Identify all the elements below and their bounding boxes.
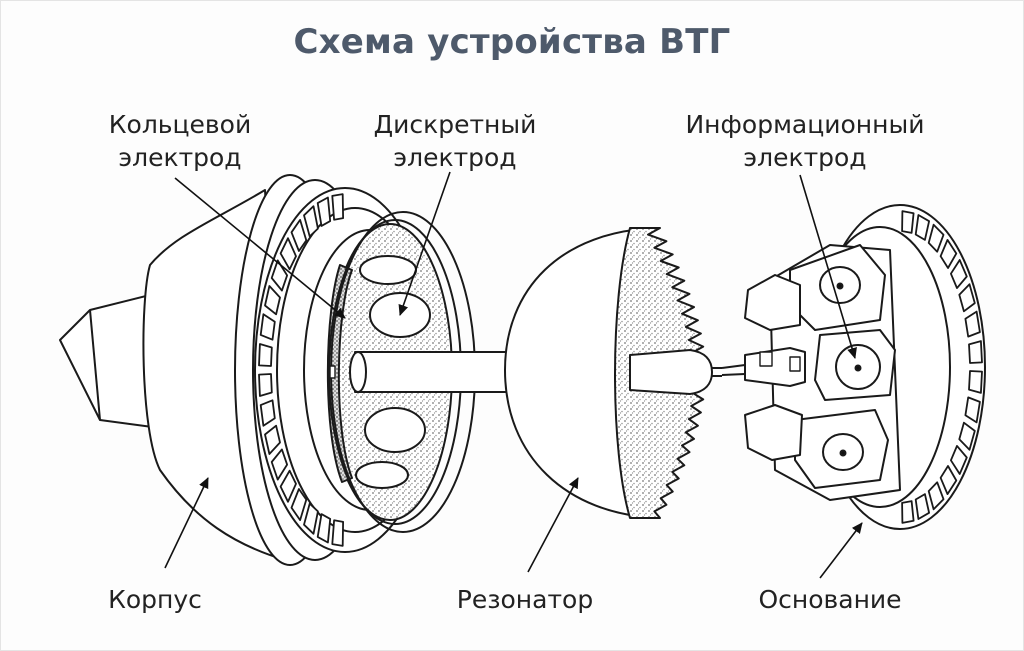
ring-slot <box>901 210 915 234</box>
ring-slot <box>927 223 945 253</box>
ring-slot <box>290 488 308 521</box>
ring-slot <box>303 502 319 535</box>
label-discrete-electrode-line1: Дискретный <box>373 110 537 139</box>
arrow-ring-electrode <box>174 177 346 319</box>
ring-slot <box>331 519 345 547</box>
ring-slot <box>939 465 958 496</box>
ring-slot <box>279 469 297 503</box>
ring-slot <box>316 196 332 227</box>
ring-slot <box>259 399 276 427</box>
ring-slot <box>279 237 297 271</box>
resonator <box>349 227 722 519</box>
ring-slot <box>927 481 945 511</box>
base <box>721 204 986 530</box>
diagram-title: Схема устройства ВТГ <box>293 22 731 62</box>
ring-slot <box>950 259 968 290</box>
ring-slot <box>270 448 289 481</box>
ring-slot <box>264 285 281 316</box>
label-ring-electrode-line1: Кольцевой <box>108 110 252 139</box>
ring-slot <box>964 396 981 424</box>
pointer-arrows <box>164 171 863 579</box>
arrow-body <box>164 477 209 569</box>
ring-slot <box>968 340 983 364</box>
ring-slot <box>958 283 976 313</box>
ring-slot <box>914 493 930 520</box>
ring-slot <box>258 373 273 397</box>
ring-slot <box>290 218 308 252</box>
label-base: Основание <box>758 585 902 614</box>
ring-slot <box>964 310 981 338</box>
ring-slot <box>331 193 345 221</box>
label-ring-electrode-line2: электрод <box>118 143 242 172</box>
label-discrete-electrode: Дискретный электрод <box>340 108 570 174</box>
arrow-resonator <box>527 477 579 573</box>
ring-slot <box>270 259 289 292</box>
label-ring-electrode: Кольцевой электрод <box>80 108 280 174</box>
ring-slot <box>264 424 281 455</box>
ring-slot <box>968 370 983 394</box>
ring-slot <box>901 500 915 524</box>
arrow-info-electrode <box>799 174 857 359</box>
label-body: Корпус <box>108 585 202 614</box>
ring-slot <box>303 205 319 238</box>
arrow-discrete-electrode <box>398 171 451 316</box>
label-info-electrode-line2: электрод <box>743 143 867 172</box>
ring-slot <box>316 513 332 544</box>
label-info-electrode: Информационный электрод <box>655 108 955 174</box>
arrow-base <box>819 522 863 579</box>
ring-slot <box>939 238 958 269</box>
label-resonator: Резонатор <box>456 585 594 614</box>
ring-slot <box>950 444 968 475</box>
ring-slot <box>259 313 276 341</box>
ring-slot <box>258 343 273 367</box>
ring-slot <box>958 421 976 451</box>
label-discrete-electrode-line2: электрод <box>393 143 517 172</box>
label-info-electrode-line1: Информационный <box>685 110 925 139</box>
ring-slot <box>914 214 930 241</box>
